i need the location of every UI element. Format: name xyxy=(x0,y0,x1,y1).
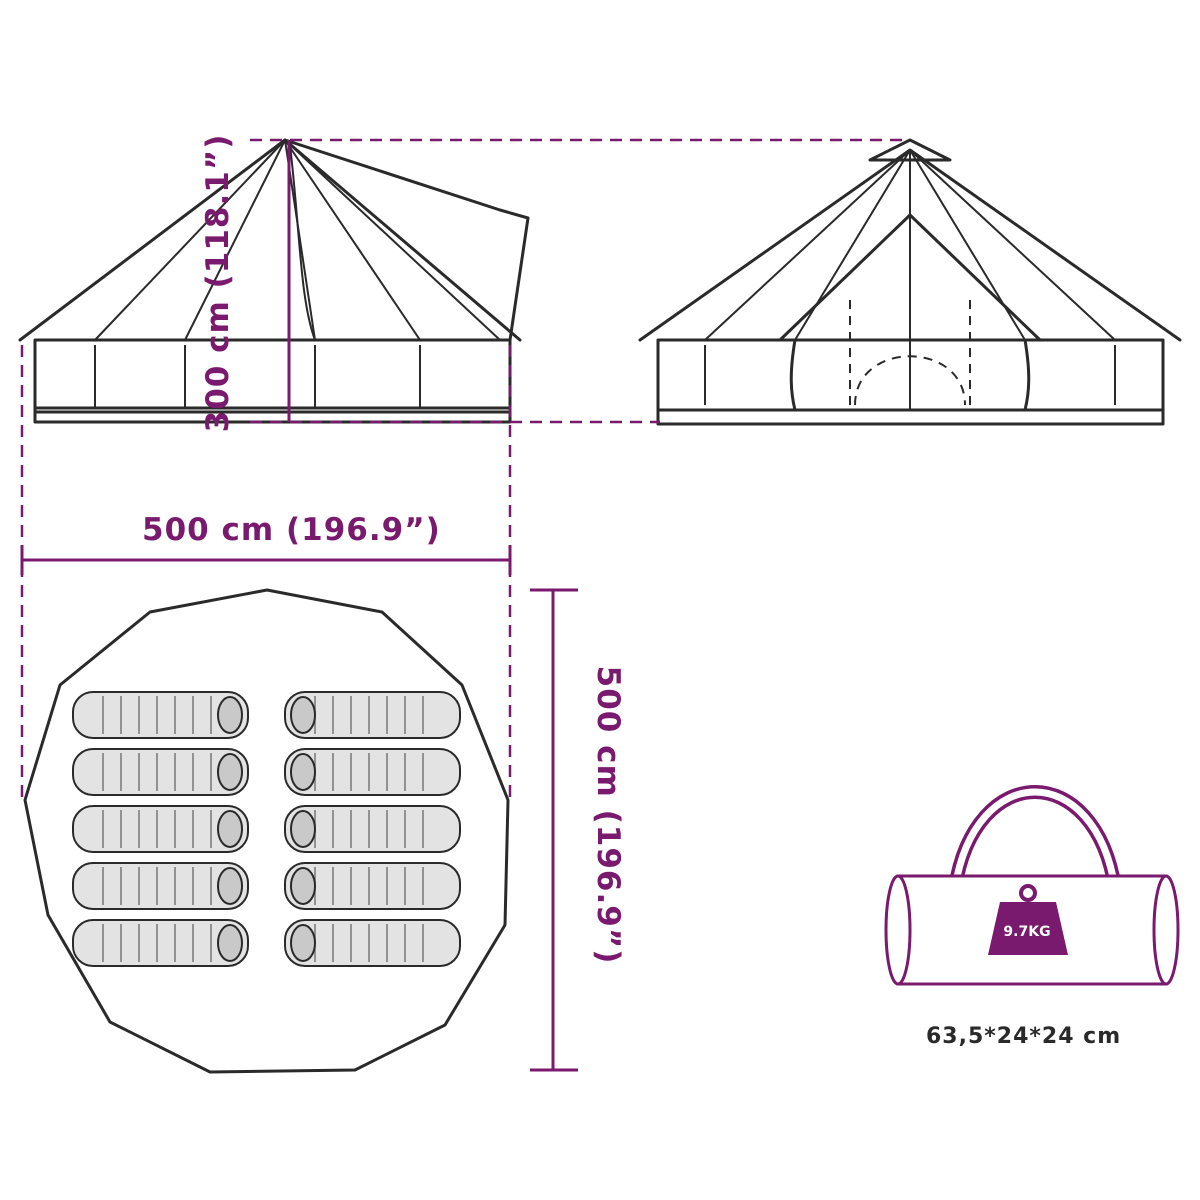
sleeping-bag xyxy=(284,805,461,853)
carry-bag xyxy=(884,785,1180,986)
sleeping-bag xyxy=(284,748,461,796)
floor-plan xyxy=(23,588,510,1074)
sleeping-bag xyxy=(72,748,249,796)
weight-label: 9.7KG xyxy=(1003,924,1051,940)
height-dimension-label: 300 cm (118.1”) xyxy=(200,133,236,433)
sleeping-bag xyxy=(72,919,249,967)
sleeping-bag xyxy=(72,805,249,853)
sleeping-bags xyxy=(72,691,461,967)
sleeping-bag xyxy=(284,919,461,967)
sleeping-bag xyxy=(72,691,249,739)
dimension-guides xyxy=(20,138,910,1072)
sleeping-bag xyxy=(72,862,249,910)
sleeping-bag xyxy=(284,862,461,910)
tent-front-view xyxy=(638,138,1182,426)
sleeping-bag xyxy=(284,691,461,739)
width-dimension-label: 500 cm (196.9”) xyxy=(142,512,441,548)
weight-icon xyxy=(988,902,1068,955)
tent-side-view xyxy=(18,138,530,424)
package-size-label: 63,5*24*24 cm xyxy=(926,1024,1122,1049)
depth-dimension-label: 500 cm (196.9”) xyxy=(590,665,626,965)
